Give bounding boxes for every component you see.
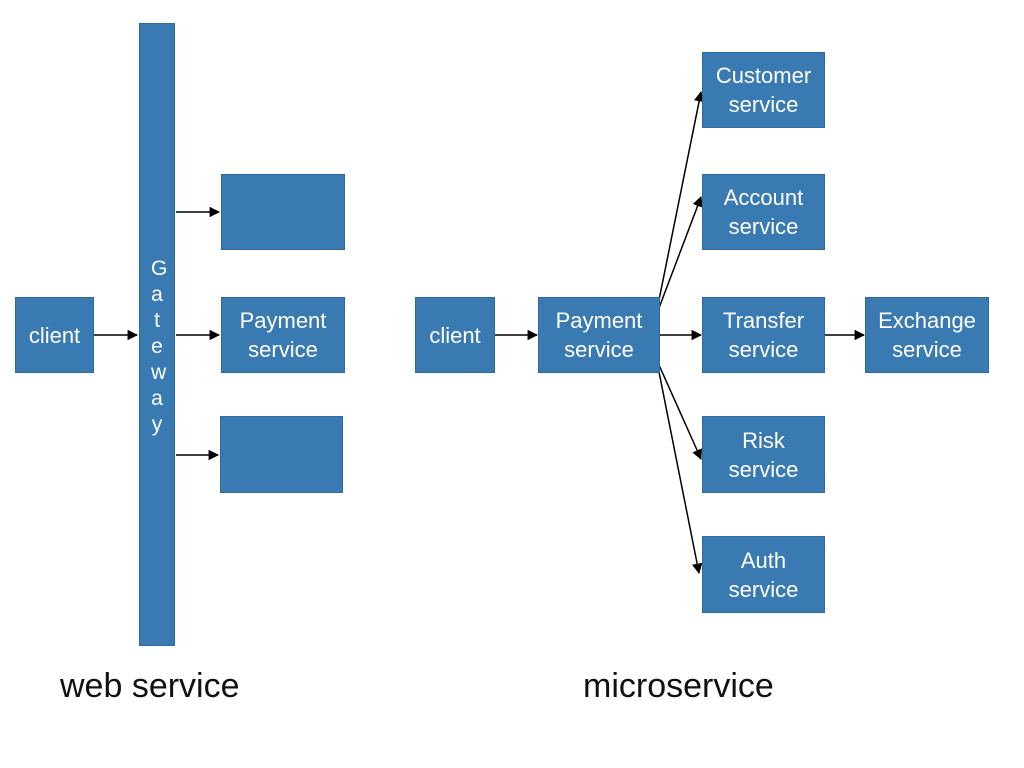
transfer-line2: service [728, 337, 799, 362]
web-empty-service-box-bottom [220, 416, 343, 493]
exchange-service-box: Exchange service [865, 297, 989, 373]
micro-client-box: client [415, 297, 495, 373]
web-payment-line1: Payment [239, 308, 327, 333]
web-empty-service-box-top [221, 174, 345, 250]
auth-line1: Auth [740, 547, 787, 573]
customer-line1: Customer [715, 63, 812, 88]
arrow-payment-to-auth [658, 371, 703, 575]
gateway-label: Gateway [151, 257, 168, 436]
arrow-payment-to-customer [658, 90, 705, 301]
arrow-payment-to-account [658, 196, 703, 309]
customer-line2: service [728, 92, 799, 117]
account-service-box: Account service [702, 174, 825, 250]
account-line2: service [728, 214, 799, 239]
exchange-line1: Exchange [878, 308, 976, 333]
microservice-caption: microservice [583, 667, 774, 705]
web-payment-service-box: Payment service [221, 297, 345, 373]
web-client-label: client [28, 322, 81, 348]
transfer-line1: Transfer [722, 308, 805, 333]
exchange-line2: service [892, 337, 962, 362]
arrow-payment-to-risk [658, 364, 702, 460]
transfer-service-box: Transfer service [702, 297, 825, 373]
web-service-caption: web service [60, 667, 240, 705]
micro-client-label: client [429, 322, 481, 348]
risk-line1: Risk [742, 427, 785, 453]
web-payment-line2: service [248, 337, 318, 362]
micro-payment-service-box: Payment service [538, 297, 660, 373]
risk-line2: service [728, 456, 799, 482]
auth-service-box: Auth service [702, 536, 825, 613]
micro-payment-line2: service [564, 337, 634, 362]
web-client-box: client [15, 297, 94, 373]
risk-service-box: Risk service [702, 416, 825, 493]
customer-service-box: Customer service [702, 52, 825, 128]
account-line1: Account [723, 185, 804, 210]
gateway-bar: Gateway [139, 23, 175, 646]
micro-payment-line1: Payment [555, 308, 643, 333]
auth-line2: service [728, 576, 799, 602]
